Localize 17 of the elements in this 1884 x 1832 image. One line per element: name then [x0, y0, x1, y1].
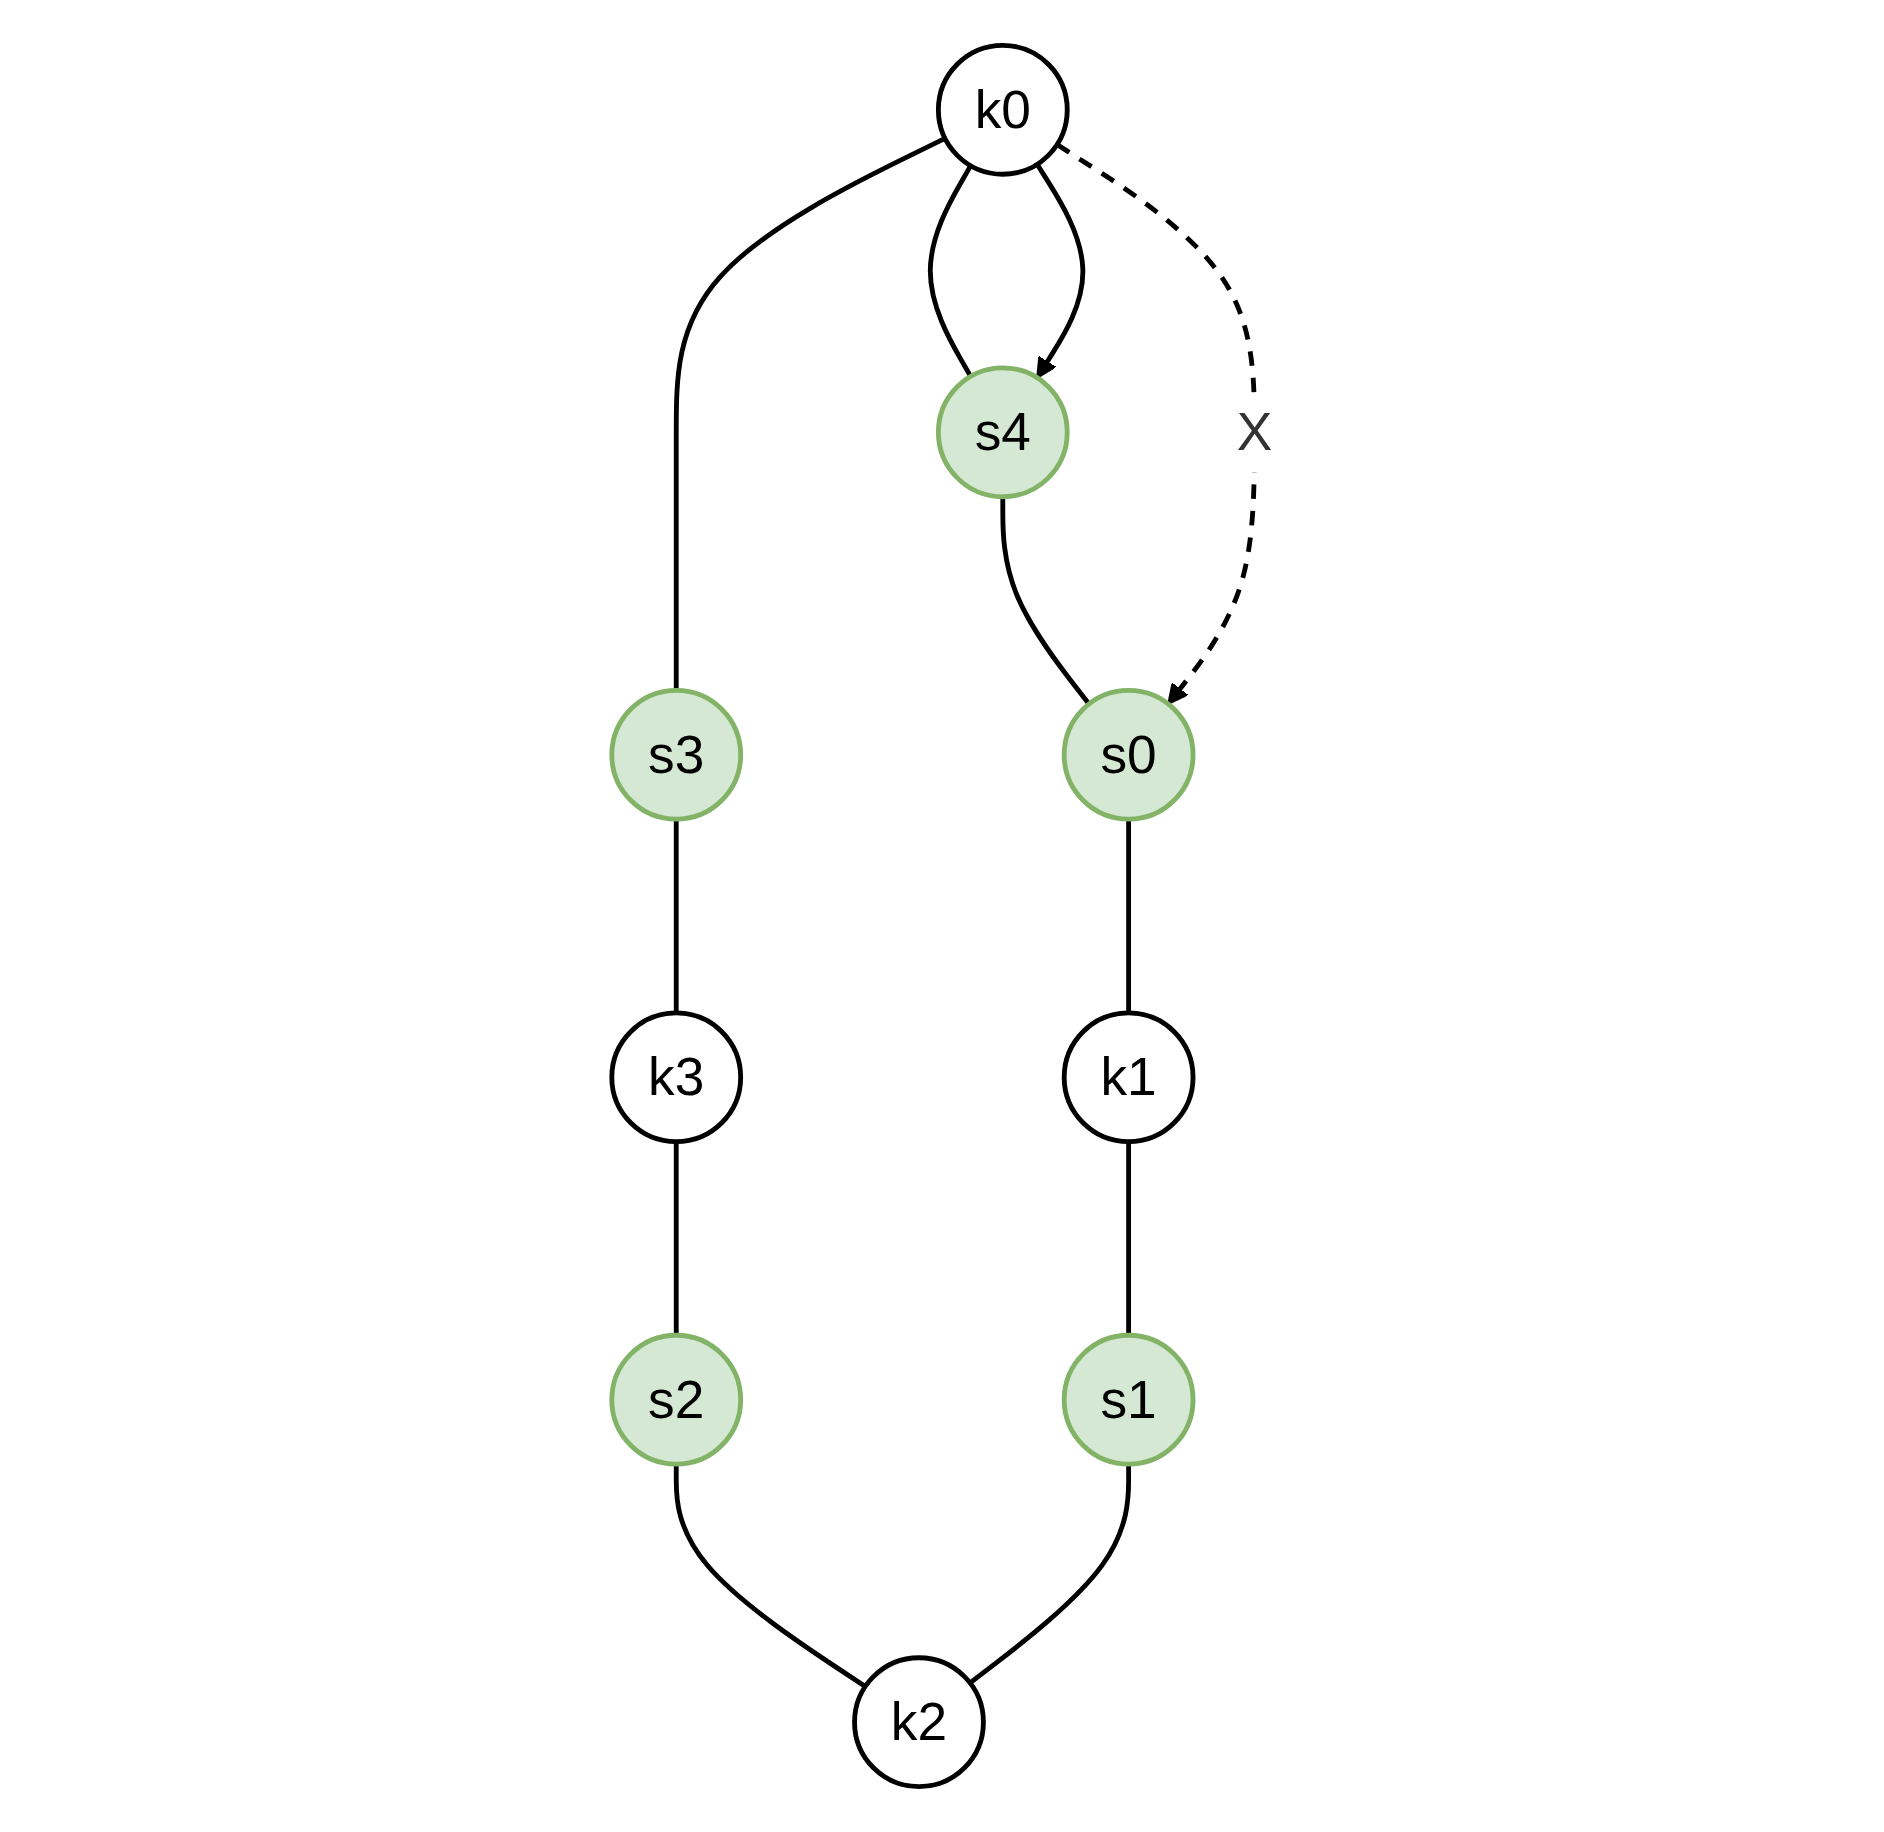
node-circle: k3	[609, 1010, 744, 1145]
connector	[968, 1464, 1132, 1685]
node-circle: k0	[935, 42, 1070, 177]
connector	[927, 164, 973, 378]
node-circle: s0	[1061, 687, 1196, 822]
node-circle: s4	[935, 365, 1070, 500]
connector	[673, 819, 679, 1013]
node-circle: s3	[609, 687, 744, 822]
arrow	[1055, 142, 1257, 705]
arrow	[1035, 163, 1086, 379]
node-circle: k2	[852, 1655, 986, 1790]
connector	[1126, 819, 1132, 1013]
edge-label: X	[1236, 402, 1273, 463]
node-circle: s1	[1061, 1332, 1196, 1467]
node-circle: k1	[1061, 1010, 1196, 1145]
node-circle: s2	[609, 1332, 744, 1467]
connector	[673, 1464, 867, 1689]
